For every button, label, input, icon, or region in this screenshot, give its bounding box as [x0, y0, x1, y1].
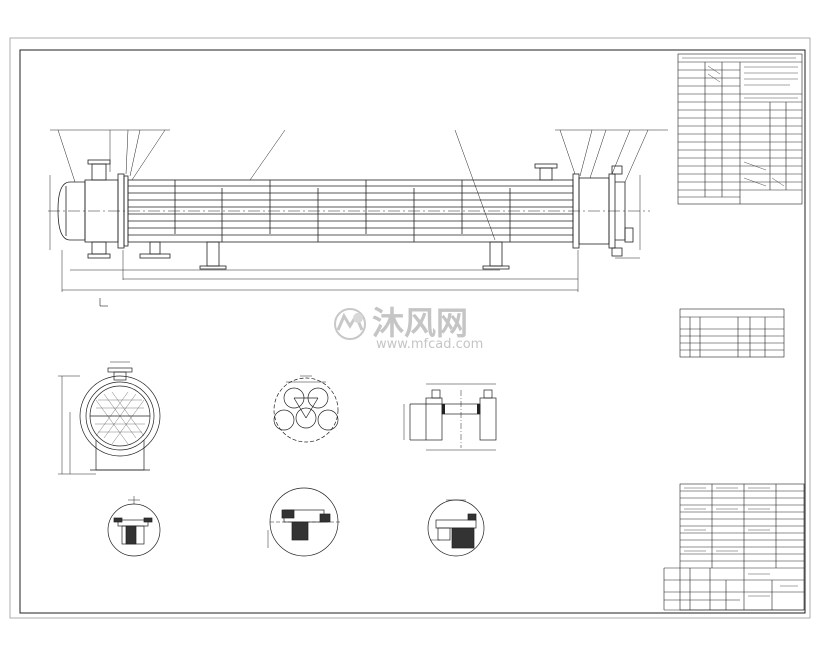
outer-border: [9, 37, 811, 619]
watermark-brand: 沐风网: [372, 304, 468, 342]
left-head: [57, 181, 86, 241]
nozzle-table: [679, 308, 785, 358]
technical-characteristics-table: [677, 53, 803, 205]
watermark-url: www.mfcad.com: [376, 337, 483, 350]
heat-exchanger-elevation: [48, 129, 668, 307]
detail-circle-1: [107, 496, 161, 557]
cross-section-view: [58, 361, 161, 475]
flange-section-detail: [403, 383, 497, 451]
watermark: 沐风网 www.mfcad.com: [330, 304, 500, 350]
mf-logo-icon: [334, 308, 366, 340]
inner-border: [19, 49, 806, 614]
tube-layout-detail: [273, 375, 339, 443]
watermark-svg: 沐风网 www.mfcad.com: [334, 304, 483, 350]
detail-circle-2: [267, 487, 340, 557]
detail-circle-3: [427, 499, 485, 557]
title-block: [663, 483, 805, 611]
